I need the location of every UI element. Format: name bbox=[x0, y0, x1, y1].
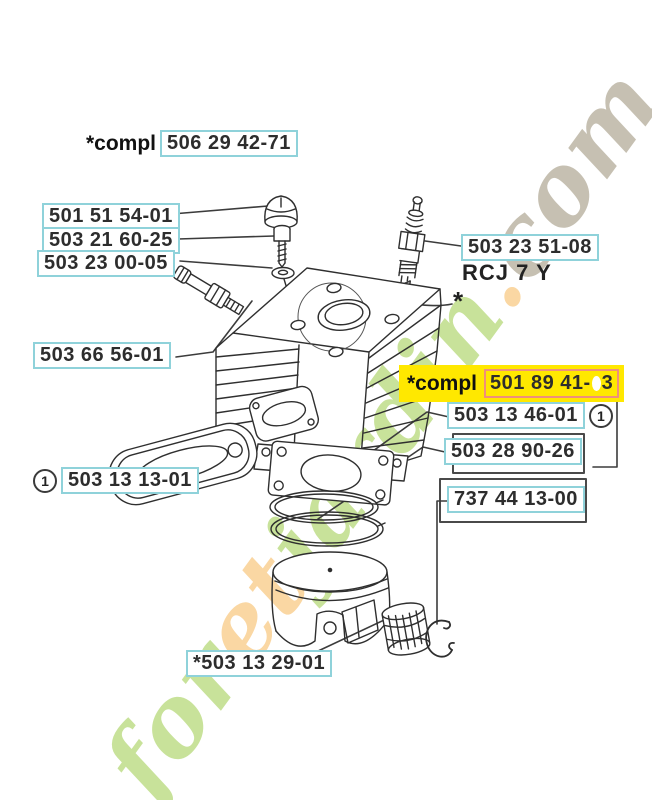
cylinder-kit-number-start: 501 89 41- bbox=[490, 372, 591, 394]
piston-drawing bbox=[271, 551, 391, 647]
circlip-drawing bbox=[425, 619, 455, 658]
needle-bearing-drawing bbox=[381, 602, 431, 656]
cylinder-kit-prefix: *compl bbox=[407, 371, 478, 395]
ref-badge-1: 1 bbox=[588, 403, 613, 428]
piston-rings-drawing bbox=[269, 490, 386, 547]
part-label-503-13-46-01[interactable]: 503 13 46-01 bbox=[447, 402, 585, 429]
part-label-503-28-90-26[interactable]: 503 28 90-26 bbox=[444, 438, 582, 465]
part-label-503-23-00-05[interactable]: 503 23 00-05 bbox=[37, 250, 175, 277]
label-base-gasket: 503 13 46-01 1 bbox=[447, 402, 613, 429]
part-label-737-44-13-00[interactable]: 737 44 13-00 bbox=[447, 486, 585, 513]
part-label-506-29-42-71[interactable]: 506 29 42-71 bbox=[160, 130, 298, 157]
spark-plug-drawing bbox=[398, 196, 426, 287]
part-label-501-51-54-01[interactable]: 501 51 54-01 bbox=[42, 203, 180, 230]
cap-drawing bbox=[264, 195, 298, 229]
top-assembly-prefix: *compl bbox=[86, 131, 157, 155]
part-label-503-66-56-01[interactable]: 503 66 56-01 bbox=[33, 342, 171, 369]
part-label-503-13-29-01[interactable]: *503 13 29-01 bbox=[186, 650, 333, 677]
part-label-501-89-41[interactable]: 501 89 41- 3 bbox=[484, 369, 620, 398]
label-cylinder-kit-highlighted: *compl 501 89 41- 3 bbox=[399, 365, 625, 402]
part-label-503-13-13-01[interactable]: 503 13 13-01 bbox=[61, 467, 199, 494]
ref-badge-1: 1 bbox=[33, 468, 57, 493]
label-exhaust-gasket: 1 503 13 13-01 bbox=[33, 467, 199, 494]
cylinder-kit-number-end: 3 bbox=[601, 372, 614, 394]
exhaust-gasket-drawing bbox=[108, 422, 258, 506]
part-label-503-23-51-08[interactable]: 503 23 51-08 bbox=[461, 234, 599, 261]
obscured-character bbox=[591, 376, 601, 391]
label-top-assembly: *compl 506 29 42-71 bbox=[86, 130, 298, 157]
spark-plug-model: RCJ 7 Y bbox=[462, 260, 552, 285]
included-in-assembly-marker: * bbox=[453, 286, 464, 316]
screw-drawing bbox=[273, 224, 291, 268]
decompression-valve-drawing bbox=[173, 265, 245, 316]
